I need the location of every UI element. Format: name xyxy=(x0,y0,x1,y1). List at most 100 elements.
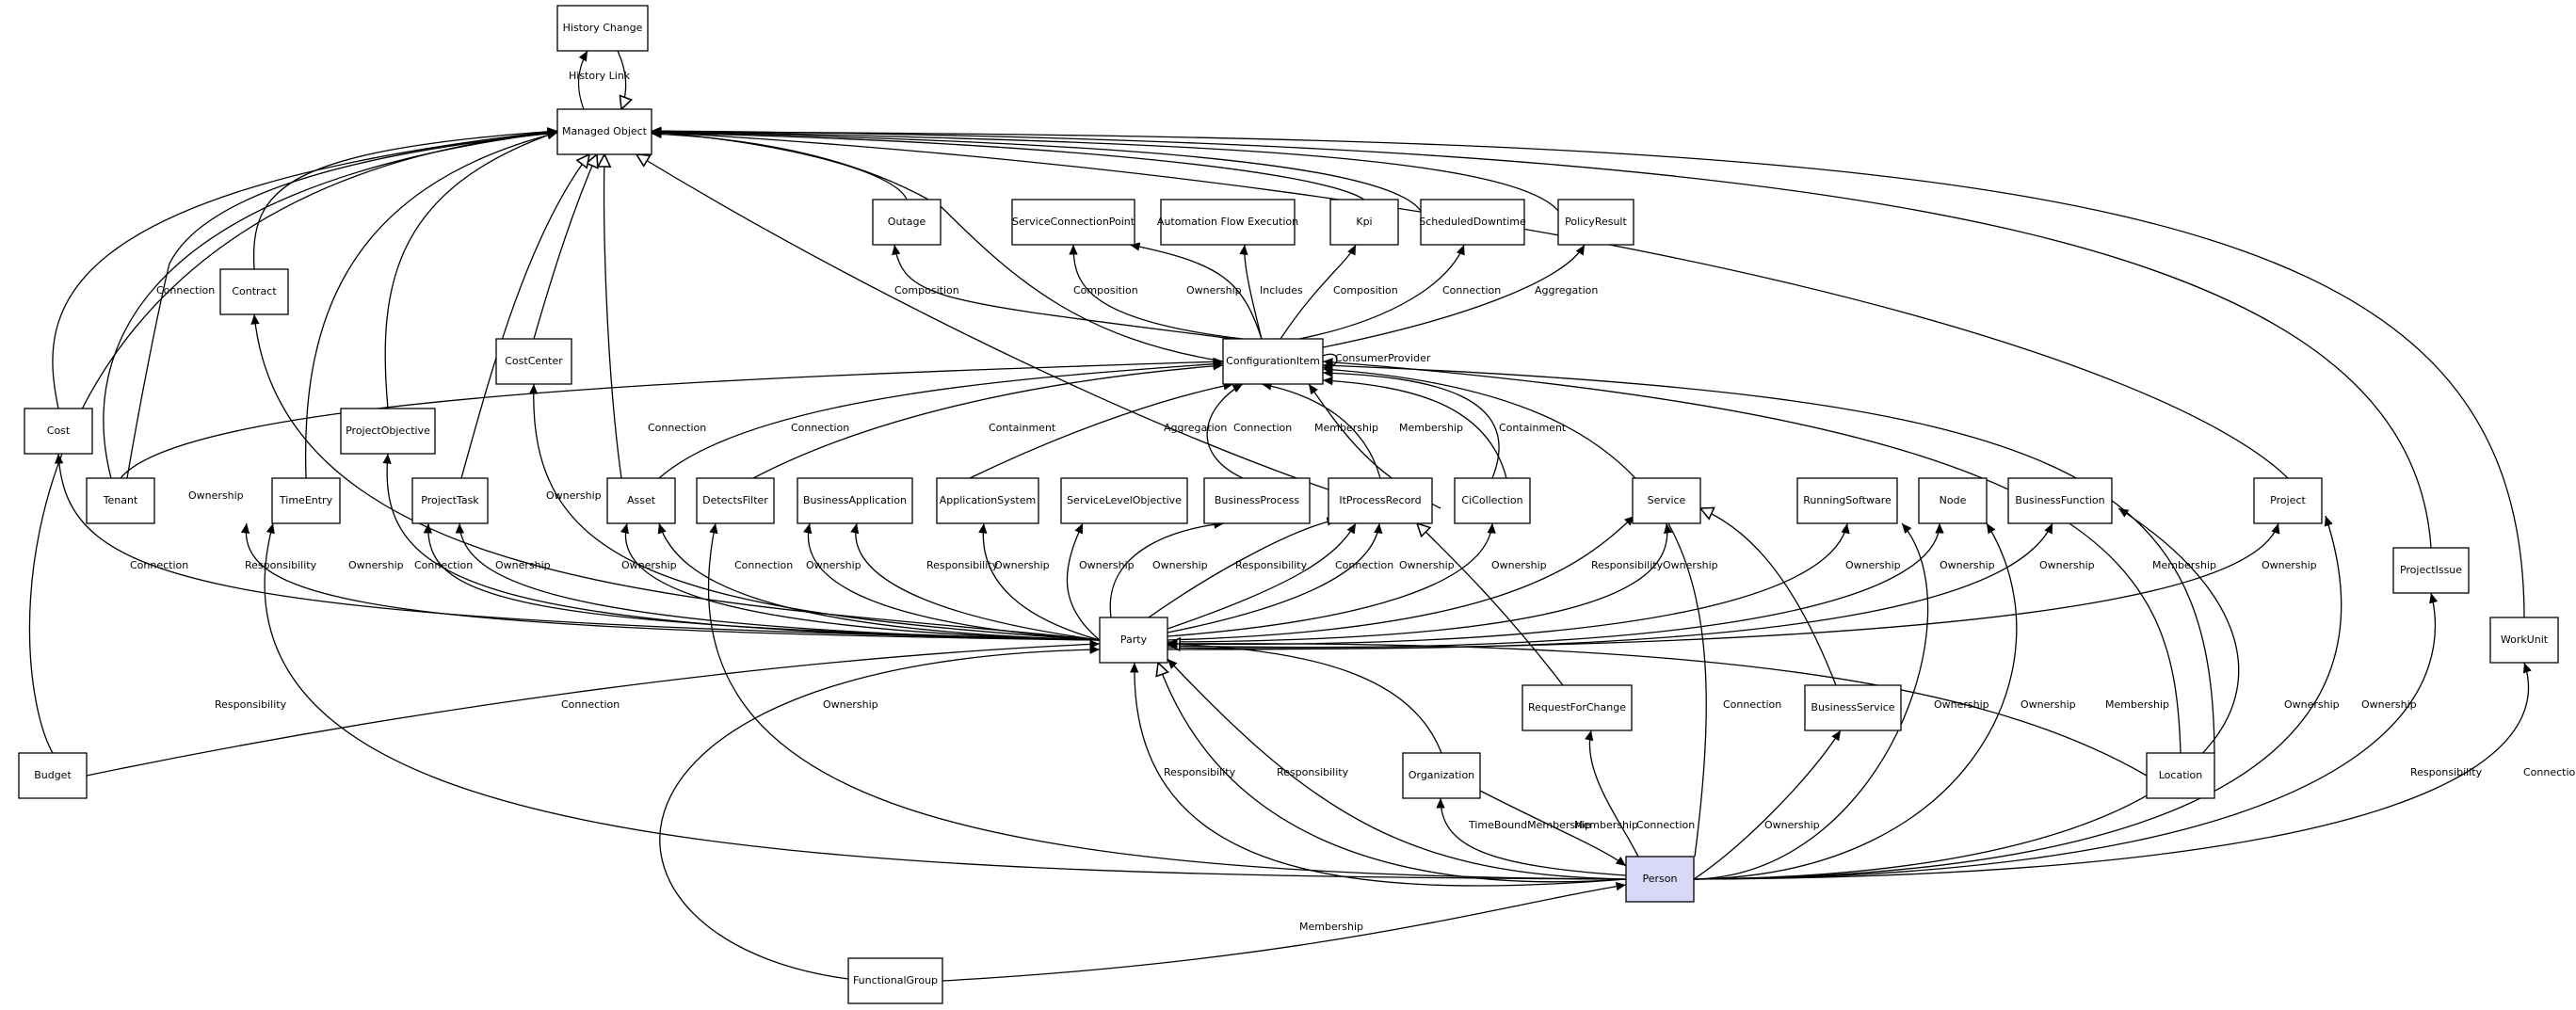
node-party[interactable]: Party xyxy=(1099,617,1168,664)
edge-party-service xyxy=(1167,515,1635,641)
edge-party-asset xyxy=(620,522,1101,641)
node-managed-object[interactable]: Managed Object xyxy=(556,108,652,155)
edge-fg-person xyxy=(942,882,1627,982)
edge-party-service-2 xyxy=(1167,522,1673,643)
node-application-system[interactable]: ApplicationSystem xyxy=(936,477,1039,524)
node-ci-collection[interactable]: CiCollection xyxy=(1454,477,1531,524)
node-configuration-item[interactable]: ConfigurationItem xyxy=(1222,338,1324,385)
svg-text:WorkUnit: WorkUnit xyxy=(2501,633,2549,646)
node-person[interactable]: Person xyxy=(1625,856,1695,903)
svg-text:RunningSoftware: RunningSoftware xyxy=(1803,494,1892,506)
edge-label-kpi-composition: Composition xyxy=(1333,284,1398,297)
node-asset[interactable]: Asset xyxy=(606,477,676,524)
edge-tenant-mo-2 xyxy=(126,129,558,479)
node-node[interactable]: Node xyxy=(1918,477,1988,524)
node-project[interactable]: Project xyxy=(2253,477,2323,524)
edge-asset-mo xyxy=(604,154,622,479)
svg-text:Party: Party xyxy=(1120,633,1148,646)
edge-person-ba xyxy=(707,522,1627,880)
node-project-issue[interactable]: ProjectIssue xyxy=(2392,547,2470,594)
node-location[interactable]: Location xyxy=(2146,752,2215,799)
node-business-application[interactable]: BusinessApplication xyxy=(797,477,913,524)
edge-person-project xyxy=(1693,515,2343,880)
svg-text:PolicyResult: PolicyResult xyxy=(1565,216,1627,228)
edge-label-sd-connection: Connection xyxy=(1442,284,1501,297)
node-it-process-record[interactable]: ItProcessRecord xyxy=(1328,477,1433,524)
node-contract[interactable]: Contract xyxy=(219,268,289,315)
edge-bs-service xyxy=(1700,508,1837,686)
svg-text:BusinessApplication: BusinessApplication xyxy=(803,494,907,506)
node-business-function[interactable]: BusinessFunction xyxy=(2007,477,2113,524)
edge-label-te-responsibility: Responsibility xyxy=(245,559,317,571)
edge-budget-party xyxy=(86,639,1101,777)
edge-person-party-resp-2 xyxy=(1167,658,1627,880)
edge-label-person-project-ownership: Ownership xyxy=(2361,698,2417,711)
edge-label-appsys-aggregation: Aggregation xyxy=(1164,422,1227,434)
edge-label-slo-ownership: Ownership xyxy=(1079,559,1135,571)
edge-label-ba-responsibility: Responsibility xyxy=(926,559,999,571)
edge-contract-mo xyxy=(252,127,558,270)
edge-label-person-party-responsibility: Responsibility xyxy=(1164,766,1236,778)
node-service[interactable]: Service xyxy=(1632,477,1701,524)
node-detects-filter[interactable]: DetectsFilter xyxy=(696,477,775,524)
edge-person-rs xyxy=(1693,522,1929,880)
edge-party-project xyxy=(1167,522,2280,650)
svg-text:Cost: Cost xyxy=(47,425,71,437)
edge-label-person-wu-connection: Connection xyxy=(2523,766,2576,778)
node-service-level-objective[interactable]: ServiceLevelObjective xyxy=(1060,477,1188,524)
node-automation-flow-execution[interactable]: Automation Flow Execution xyxy=(1157,199,1298,246)
svg-text:RequestForChange: RequestForChange xyxy=(1528,701,1626,713)
svg-text:Location: Location xyxy=(2159,769,2203,781)
node-kpi[interactable]: Kpi xyxy=(1329,199,1399,246)
edge-label-itpr-membership: Membership xyxy=(1399,422,1463,434)
svg-text:ItProcessRecord: ItProcessRecord xyxy=(1339,494,1421,506)
edge-itpr-mo xyxy=(636,154,1357,500)
node-functional-group[interactable]: FunctionalGroup xyxy=(847,957,943,1004)
node-outage[interactable]: Outage xyxy=(872,199,942,246)
svg-text:Asset: Asset xyxy=(627,494,656,506)
node-business-service[interactable]: BusinessService xyxy=(1804,684,1902,731)
edge-label-cost-connection: Connection xyxy=(130,559,188,571)
node-business-process[interactable]: BusinessProcess xyxy=(1203,477,1311,524)
edge-label-person-node-ownership: Ownership xyxy=(2021,698,2076,711)
edge-label-person-ba-ownership: Ownership xyxy=(823,698,878,711)
svg-text:ConfigurationItem: ConfigurationItem xyxy=(1226,355,1320,367)
node-scheduled-downtime[interactable]: ScheduledDowntime xyxy=(1419,199,1526,246)
svg-text:TimeEntry: TimeEntry xyxy=(279,494,333,506)
svg-text:BusinessFunction: BusinessFunction xyxy=(2015,494,2104,506)
edge-label-person-rfc-connection: Connection xyxy=(1636,819,1695,831)
node-work-unit[interactable]: WorkUnit xyxy=(2489,617,2559,664)
node-policy-result[interactable]: PolicyResult xyxy=(1557,199,1634,246)
edge-po-mo xyxy=(384,131,558,409)
node-cost-center[interactable]: CostCenter xyxy=(495,338,572,385)
svg-text:Budget: Budget xyxy=(34,769,72,781)
node-request-for-change[interactable]: RequestForChange xyxy=(1521,684,1633,731)
node-project-task[interactable]: ProjectTask xyxy=(411,477,489,524)
edge-label-cicoll-containment: Containment xyxy=(1499,422,1567,434)
edge-bp-ci xyxy=(1206,383,1244,479)
edge-party-rs xyxy=(1167,522,1850,646)
edge-party-itpr xyxy=(1148,517,1338,618)
edge-kpi-mo xyxy=(651,128,1365,200)
node-service-connection-point[interactable]: ServiceConnectionPoint xyxy=(1011,199,1135,246)
edge-party-appsys xyxy=(978,522,1101,641)
edge-label-project-ownership: Ownership xyxy=(2262,559,2317,571)
edge-label-tenant-ci-connection: Connection xyxy=(648,422,706,434)
edge-cicoll-ci-2 xyxy=(1322,368,1500,479)
node-budget[interactable]: Budget xyxy=(18,752,88,799)
node-organization[interactable]: Organization xyxy=(1402,752,1481,799)
node-project-objective[interactable]: ProjectObjective xyxy=(340,408,436,455)
node-time-entry[interactable]: TimeEntry xyxy=(271,477,341,524)
edge-label-org-membership: Membership xyxy=(1574,819,1638,831)
edge-label-location-membership: Membership xyxy=(2152,559,2216,571)
svg-text:ProjectObjective: ProjectObjective xyxy=(346,425,430,437)
svg-text:Service: Service xyxy=(1648,494,1686,506)
node-running-software[interactable]: RunningSoftware xyxy=(1796,477,1898,524)
edge-label-scp-composition: Composition xyxy=(1073,284,1138,297)
node-cost[interactable]: Cost xyxy=(24,408,93,455)
edge-person-node xyxy=(1693,522,2018,880)
node-history-change[interactable]: History Change xyxy=(556,5,649,52)
edge-label-rs-ownership: Ownership xyxy=(1845,559,1901,571)
node-tenant[interactable]: Tenant xyxy=(86,477,155,524)
edge-label-history-link: History Link xyxy=(569,70,631,82)
